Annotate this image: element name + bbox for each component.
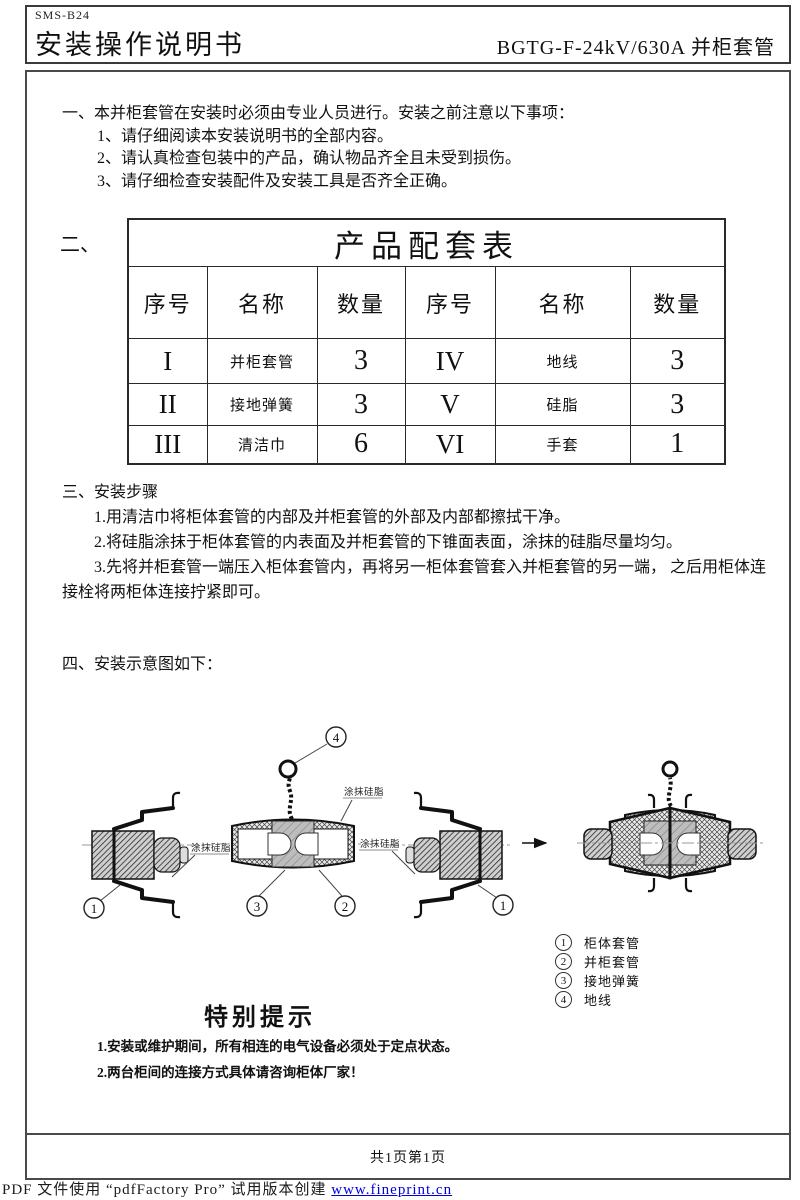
doc-code: SMS-B24 <box>35 8 91 22</box>
item-qty: 1 <box>629 425 726 464</box>
install-step: 1.用清洁巾将柜体套管的内部及并柜套管的外部及内部都擦拭干净。 <box>94 509 571 526</box>
svg-text:2: 2 <box>342 899 349 914</box>
row-index: IV <box>404 338 496 384</box>
parallel-bushing <box>217 818 372 869</box>
col-header: 序号 <box>404 266 496 339</box>
item-qty: 3 <box>316 383 406 426</box>
callout-1-left: 1 <box>83 884 121 919</box>
section4-heading: 四、安装示意图如下： <box>62 656 223 673</box>
legend-number: 2 <box>555 953 572 970</box>
svg-text:涂抹硅脂: 涂抹硅脂 <box>360 838 400 850</box>
item-name: 并柜套管 <box>206 338 318 384</box>
diagram-legend: 1 柜体套管 2 并柜套管 3 接地弹簧 4 地线 <box>555 933 640 1009</box>
page-footer-strip: 共1页第1页 <box>27 1133 789 1178</box>
legend-label: 地线 <box>584 993 613 1008</box>
table-row: I 并柜套管 3 IV 地线 3 <box>127 338 726 384</box>
install-step: 3.先将并柜套管一端压入柜体套管内，再将另一柜体套管套入并柜套管的另一端， 之后… <box>62 559 767 601</box>
product-matching-table: 产品配套表 序号 名称 数量 序号 名称 数量 I 并柜套管 3 IV 地线 3… <box>127 218 726 465</box>
legend-item: 1 柜体套管 <box>555 933 640 952</box>
svg-text:4: 4 <box>333 730 340 745</box>
table-title-row: 产品配套表 <box>127 218 726 267</box>
assembled-view <box>577 760 764 893</box>
grease-label-top: 涂抹硅脂 <box>340 786 384 822</box>
doc-product-model: BGTG-F-24kV/630A 并柜套管 <box>496 37 775 59</box>
document-header: SMS-B24 安装操作说明书 BGTG-F-24kV/630A 并柜套管 <box>25 5 791 64</box>
table-title: 产品配套表 <box>127 218 726 267</box>
item-name: 地线 <box>494 338 631 384</box>
callout-1-right: 1 <box>477 884 514 916</box>
legend-number: 4 <box>555 991 572 1008</box>
callout-4: 4 <box>294 726 347 764</box>
installation-diagram: 涂抹硅脂 1 <box>82 726 764 919</box>
section-install-steps: 三、安装步骤 1.用清洁巾将柜体套管的内部及并柜套管的外部及内部都擦拭干净。 2… <box>62 480 768 605</box>
legend-item: 2 并柜套管 <box>555 952 640 971</box>
legend-item: 4 地线 <box>555 990 640 1009</box>
notice-title: 特别提示 <box>204 1005 316 1031</box>
item-qty: 3 <box>316 338 406 384</box>
row-index: VI <box>404 425 496 464</box>
col-header: 序号 <box>127 266 208 339</box>
table-row: II 接地弹簧 3 V 硅脂 3 <box>127 383 726 426</box>
precaution-item: 1、请仔细阅读本安装说明书的全部内容。 <box>97 127 394 145</box>
install-step: 2.将硅脂涂抹于柜体套管的内表面及并柜套管的下锥面表面，涂抹的硅脂尽量均匀。 <box>94 534 683 551</box>
item-name: 接地弹簧 <box>206 383 318 426</box>
col-header: 名称 <box>494 266 631 339</box>
grease-label-left: 涂抹硅脂 <box>171 842 231 878</box>
svg-text:1: 1 <box>91 901 98 916</box>
row-index: I <box>127 338 208 384</box>
precaution-item: 3、请仔细检查安装配件及安装工具是否齐全正确。 <box>97 172 458 190</box>
item-qty: 3 <box>629 338 726 384</box>
legend-label: 接地弹簧 <box>584 974 641 989</box>
page-number-info: 共1页第1页 <box>370 1150 446 1166</box>
svg-text:涂抹硅脂: 涂抹硅脂 <box>344 786 384 798</box>
callout-2: 2 <box>318 869 356 917</box>
legend-label: 并柜套管 <box>584 955 641 970</box>
svg-text:1: 1 <box>500 898 507 913</box>
ground-wire <box>278 759 298 821</box>
special-notice: 特别提示 1.安装或维护期间，所有相连的电气设备必须处于定点状态。 2.两台柜间… <box>85 997 505 1084</box>
legend-label: 柜体套管 <box>584 936 641 951</box>
col-header: 名称 <box>206 266 318 339</box>
cabinet-bushing-right <box>387 791 512 919</box>
item-name: 手套 <box>494 425 631 464</box>
document-body: 一、本并柜套管在安装时必须由专业人员进行。安装之前注意以下事项： 1、请仔细阅读… <box>25 70 791 1180</box>
legend-item: 3 接地弹簧 <box>555 971 640 990</box>
item-qty: 3 <box>629 383 726 426</box>
row-index: II <box>127 383 208 426</box>
table-header-row: 序号 名称 数量 序号 名称 数量 <box>127 266 726 339</box>
section3-heading: 三、安装步骤 <box>62 484 159 501</box>
pdf-watermark-footer: PDF 文件使用 “pdfFactory Pro” 试用版本创建 www.fin… <box>2 1178 452 1199</box>
svg-text:涂抹硅脂: 涂抹硅脂 <box>191 842 231 854</box>
section2-label: 二、 <box>60 234 100 256</box>
item-name: 硅脂 <box>494 383 631 426</box>
precaution-item: 2、请认真检查包装中的产品，确认物品齐全且未受到损伤。 <box>97 150 522 167</box>
legend-number: 3 <box>555 972 572 989</box>
table-row: III 清洁巾 6 VI 手套 1 <box>127 425 726 464</box>
col-header: 数量 <box>316 266 406 339</box>
item-qty: 6 <box>316 425 406 464</box>
row-index: V <box>404 383 496 426</box>
section-precautions: 一、本并柜套管在安装时必须由专业人员进行。安装之前注意以下事项： 1、请仔细阅读… <box>62 103 772 193</box>
doc-title: 安装操作说明书 <box>35 30 245 60</box>
cabinet-bushing-left <box>82 791 212 919</box>
fineprint-link[interactable]: www.fineprint.cn <box>331 1182 453 1198</box>
notice-item: 1.安装或维护期间，所有相连的电气设备必须处于定点状态。 <box>97 1039 459 1054</box>
section1-heading: 一、本并柜套管在安装时必须由专业人员进行。安装之前注意以下事项： <box>62 105 575 122</box>
notice-item: 2.两台柜间的连接方式具体请咨询柜体厂家！ <box>97 1065 364 1080</box>
legend-number: 1 <box>555 934 572 951</box>
pdf-note-text: PDF 文件使用 “pdfFactory Pro” 试用版本创建 <box>2 1182 332 1198</box>
callout-3: 3 <box>246 869 286 917</box>
grease-label-right: 涂抹硅脂 <box>359 838 416 875</box>
item-name: 清洁巾 <box>206 425 318 464</box>
row-index: III <box>127 425 208 464</box>
col-header: 数量 <box>629 266 726 339</box>
svg-text:3: 3 <box>254 899 261 914</box>
